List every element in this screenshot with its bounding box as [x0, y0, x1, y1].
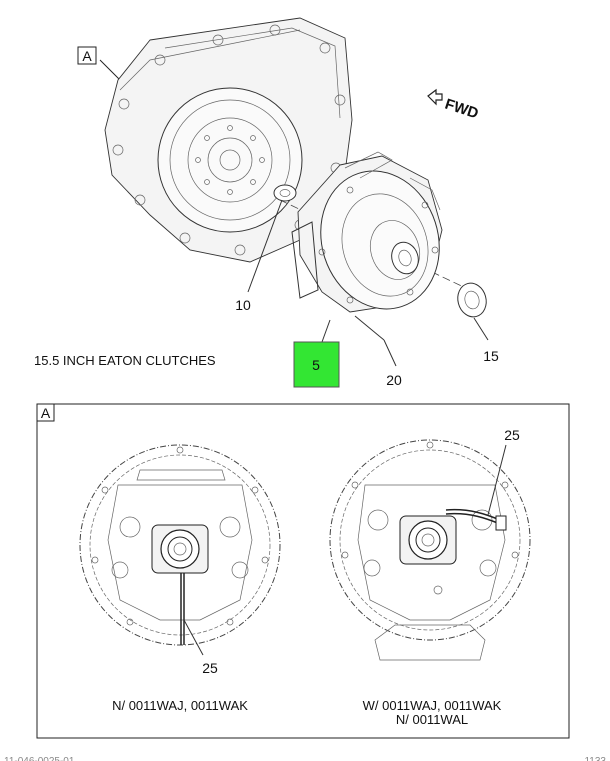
left-housing-view — [79, 444, 281, 646]
right-callout-25[interactable]: 25 — [504, 427, 520, 443]
right-caption-line2: N/ 0011WAL — [396, 712, 468, 727]
left-callout-25[interactable]: 25 — [202, 660, 218, 676]
fwd-label: FWD — [443, 96, 481, 123]
footer-drawing-number: 11-046-0025-01 — [4, 756, 75, 761]
fwd-arrow-icon — [427, 88, 443, 106]
part-10-bearing-drawing — [273, 184, 297, 202]
left-caption: N/ 0011WAJ, 0011WAK — [112, 698, 248, 713]
detail-a-panel-letter: A — [41, 405, 51, 421]
callout-20[interactable]: 20 — [386, 372, 402, 388]
callout-5-button[interactable]: 5 — [293, 341, 340, 388]
part-20-clutch-assembly-drawing — [291, 151, 443, 313]
flywheel-housing-drawing — [104, 17, 353, 263]
right-caption-line1: W/ 0011WAJ, 0011WAK — [363, 698, 502, 713]
assembly-centerline — [279, 199, 471, 291]
callout-10[interactable]: 10 — [235, 297, 251, 313]
diagram-title: 15.5 INCH EATON CLUTCHES — [34, 353, 216, 368]
right-housing-view — [329, 439, 531, 661]
detail-a-panel-marker — [36, 403, 55, 422]
fwd-indicator: FWD — [427, 88, 481, 123]
callout-5-label: 5 — [312, 357, 320, 373]
footer-page-number: 1133 — [584, 756, 606, 761]
part-15-washer-drawing — [457, 282, 487, 318]
callout-15[interactable]: 15 — [483, 348, 499, 364]
detail-a-marker-letter: A — [82, 48, 92, 64]
